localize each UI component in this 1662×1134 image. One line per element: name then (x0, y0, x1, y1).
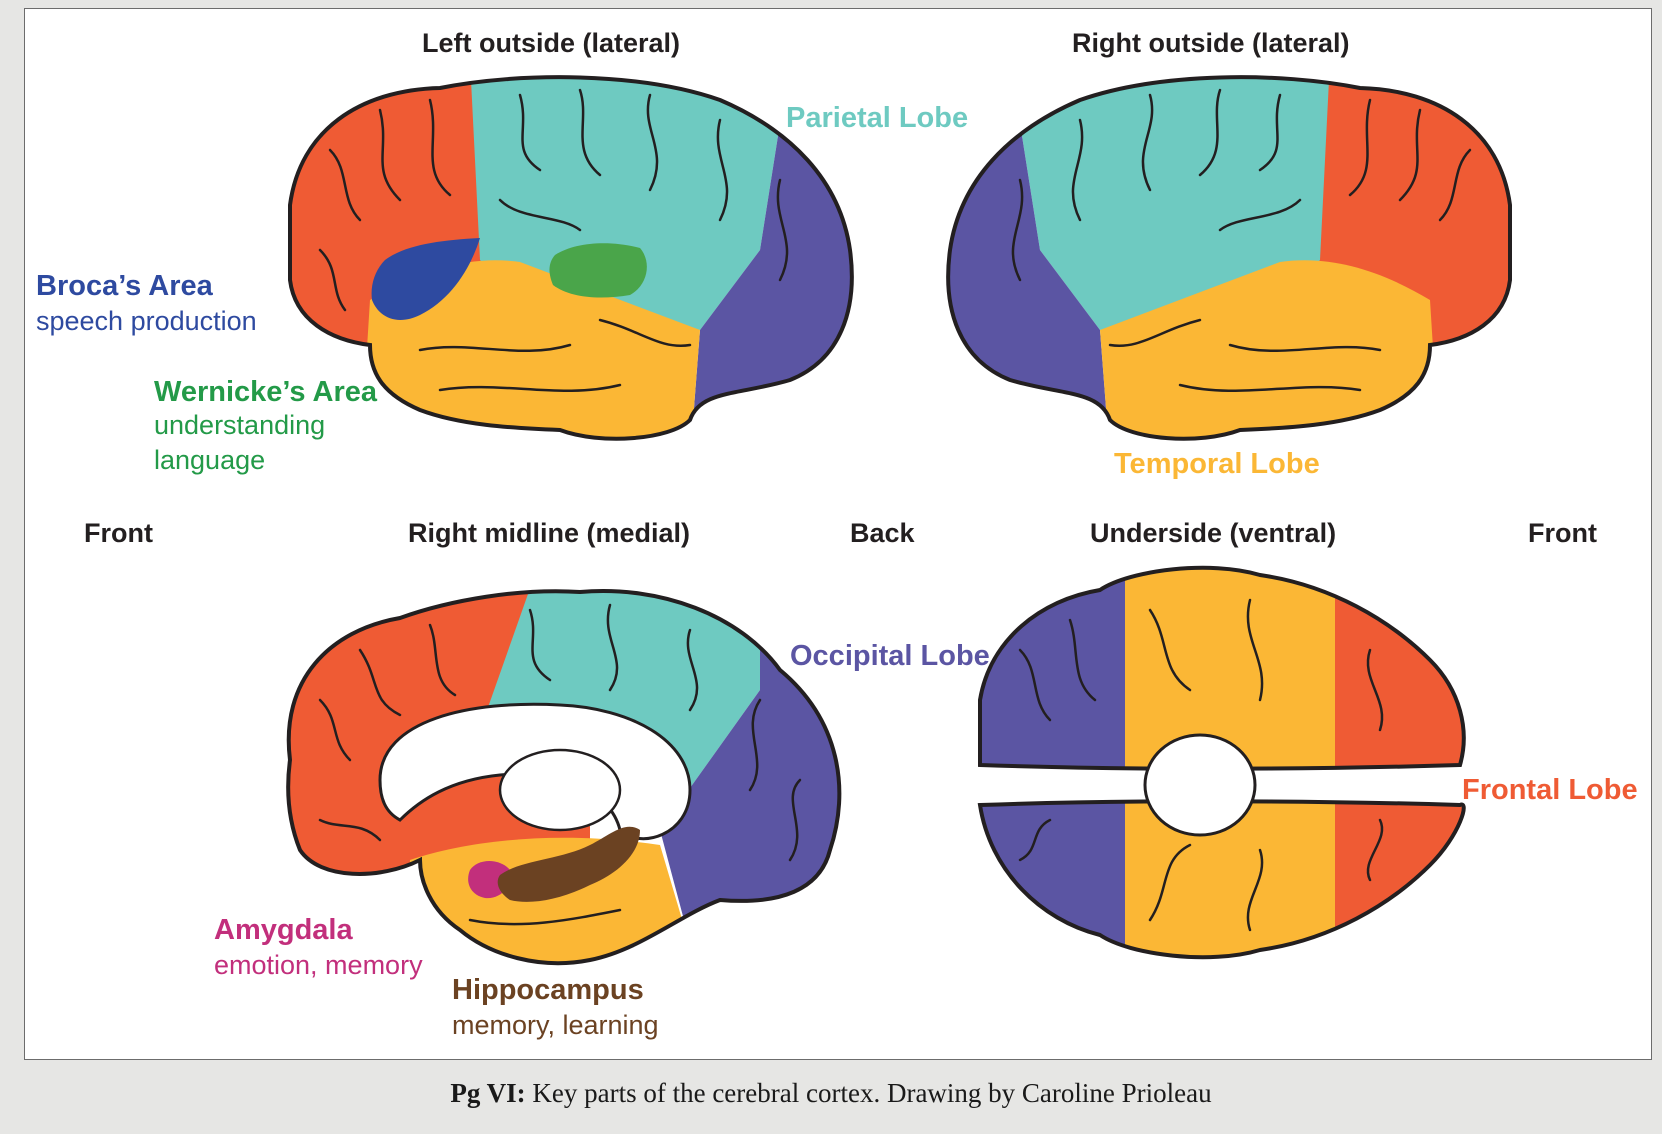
parietal-region-right-lateral (1010, 77, 1330, 330)
hippocampus-title: Hippocampus (452, 974, 644, 1006)
right-medial-title: Right midline (medial) (408, 518, 691, 548)
hippocampus-shape (497, 826, 640, 902)
front-label-right: Front (1528, 518, 1597, 548)
ventral-title: Underside (ventral) (1090, 518, 1337, 548)
figure-caption: Pg VI: Key parts of the cerebral cortex.… (0, 1078, 1662, 1109)
front-label-left: Front (84, 518, 153, 548)
hippocampus-desc: memory, learning (452, 1010, 659, 1040)
broca-area-desc: speech production (36, 306, 257, 336)
frontal-lobe-label: Frontal Lobe (1462, 774, 1638, 806)
wernicke-area-desc-line1: understanding (154, 410, 326, 440)
occipital-region-ventral-bottom (980, 801, 1130, 958)
temporal-region-left-lateral (360, 260, 700, 439)
thalamus-outline (498, 748, 622, 832)
back-label: Back (850, 518, 915, 548)
brainstem-outline (1143, 733, 1257, 837)
parietal-lobe-label: Parietal Lobe (786, 102, 969, 134)
caption-prefix: Pg VI: (450, 1078, 526, 1108)
temporal-region-ventral-top (1125, 567, 1340, 769)
frontal-region-ventral-bottom (1335, 801, 1464, 958)
wernicke-area-title: Wernicke’s Area (154, 376, 377, 408)
broca-area-title: Broca’s Area (36, 270, 213, 302)
amygdala-desc: emotion, memory (214, 950, 423, 980)
right-lateral-brain (946, 75, 1512, 441)
wernicke-area-desc-line2: language (154, 445, 266, 475)
frontal-region-ventral-top (1335, 567, 1464, 769)
ventral-brain (977, 565, 1466, 960)
temporal-region-ventral-bottom (1125, 801, 1340, 958)
temporal-lobe-label: Temporal Lobe (1114, 448, 1320, 480)
wernicke-area-shape (549, 243, 647, 298)
occipital-lobe-label: Occipital Lobe (790, 640, 990, 672)
right-lateral-title: Right outside (lateral) (1072, 28, 1350, 58)
caption-text: Key parts of the cerebral cortex. Drawin… (525, 1078, 1212, 1108)
broca-area-shape (371, 238, 480, 320)
parietal-region-left-lateral (470, 77, 790, 330)
medial-brain (286, 589, 842, 966)
temporal-region-right-lateral (1100, 260, 1440, 439)
amygdala-title: Amygdala (214, 914, 353, 946)
left-lateral-title: Left outside (lateral) (422, 28, 681, 58)
